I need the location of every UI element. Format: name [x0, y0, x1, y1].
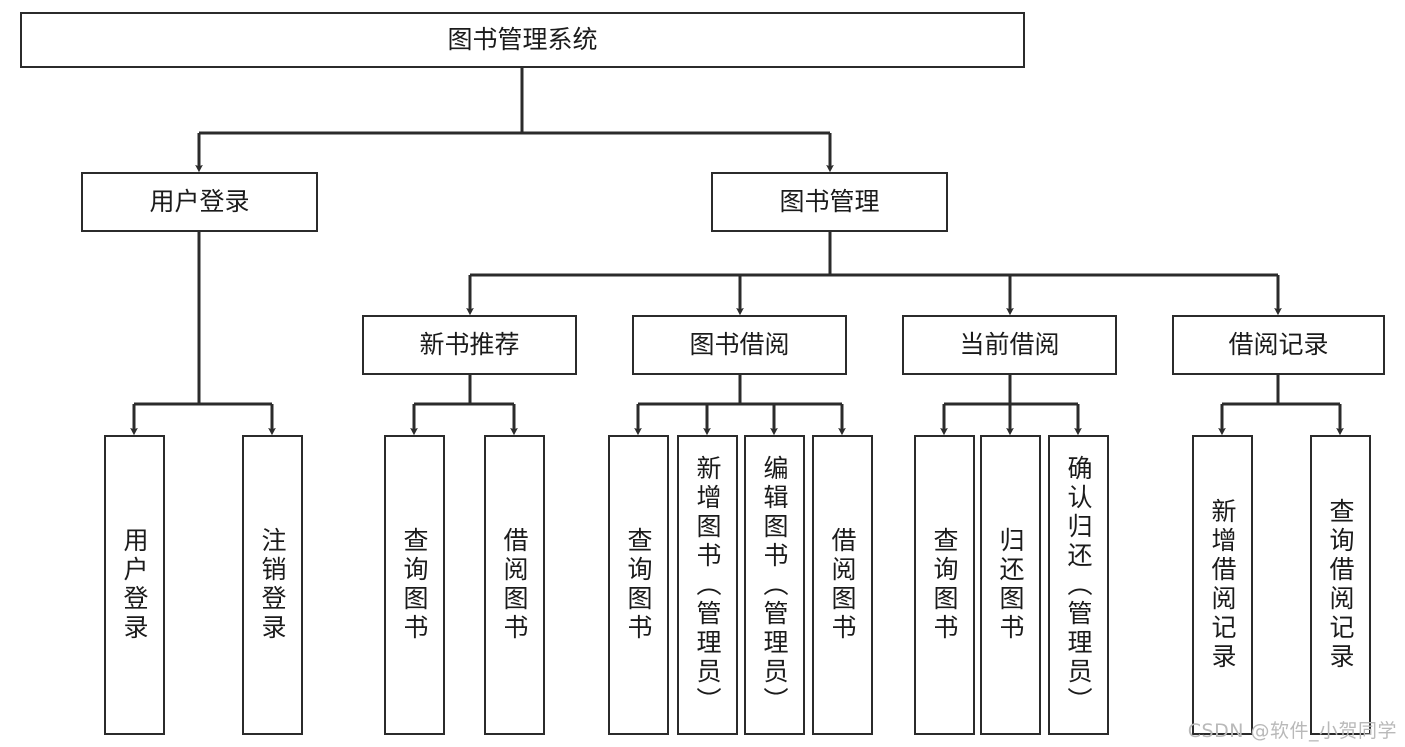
node-label: 确认归还（管理员） — [1064, 454, 1093, 716]
node-label: 新书推荐 — [419, 329, 520, 359]
leaf-user-login[interactable]: 用户登录 — [104, 435, 165, 735]
leaf-borrow-book-2[interactable]: 借阅图书 — [812, 435, 873, 735]
node-current-borrow[interactable]: 当前借阅 — [902, 315, 1117, 375]
leaf-query-book-2[interactable]: 查询图书 — [608, 435, 669, 735]
node-root-system[interactable]: 图书管理系统 — [20, 12, 1025, 68]
leaf-query-record[interactable]: 查询借阅记录 — [1310, 435, 1371, 735]
node-label: 编辑图书（管理员） — [760, 454, 789, 716]
leaf-confirm-return[interactable]: 确认归还（管理员） — [1048, 435, 1109, 735]
node-label: 用户登录 — [120, 527, 149, 643]
node-label: 当前借阅 — [959, 329, 1060, 359]
node-label: 查询借阅记录 — [1326, 498, 1355, 672]
node-label: 用户登录 — [149, 186, 250, 216]
leaf-edit-book[interactable]: 编辑图书（管理员） — [744, 435, 805, 735]
node-label: 图书管理 — [779, 186, 880, 216]
leaf-add-record[interactable]: 新增借阅记录 — [1192, 435, 1253, 735]
csdn-watermark: CSDN @软件_小贺同学 — [1187, 720, 1397, 742]
node-user-login[interactable]: 用户登录 — [81, 172, 318, 232]
node-label: 新增借阅记录 — [1208, 498, 1237, 672]
leaf-add-book[interactable]: 新增图书（管理员） — [677, 435, 738, 735]
leaf-return-book[interactable]: 归还图书 — [980, 435, 1041, 735]
node-new-book-rec[interactable]: 新书推荐 — [362, 315, 577, 375]
node-label: 查询图书 — [930, 527, 959, 643]
node-label: 借阅记录 — [1228, 329, 1329, 359]
node-borrow-record[interactable]: 借阅记录 — [1172, 315, 1385, 375]
leaf-user-logout[interactable]: 注销登录 — [242, 435, 303, 735]
node-label: 图书借阅 — [689, 329, 790, 359]
node-book-manage[interactable]: 图书管理 — [711, 172, 948, 232]
leaf-query-book-1[interactable]: 查询图书 — [384, 435, 445, 735]
node-label: 归还图书 — [996, 527, 1025, 643]
node-label: 图书管理系统 — [447, 24, 598, 54]
leaf-query-book-3[interactable]: 查询图书 — [914, 435, 975, 735]
node-label: 注销登录 — [258, 527, 287, 643]
node-label: 查询图书 — [400, 527, 429, 643]
node-label: 借阅图书 — [828, 527, 857, 643]
leaf-borrow-book-1[interactable]: 借阅图书 — [484, 435, 545, 735]
node-book-borrow[interactable]: 图书借阅 — [632, 315, 847, 375]
node-label: 查询图书 — [624, 527, 653, 643]
node-label: 新增图书（管理员） — [693, 454, 722, 716]
node-label: 借阅图书 — [500, 527, 529, 643]
